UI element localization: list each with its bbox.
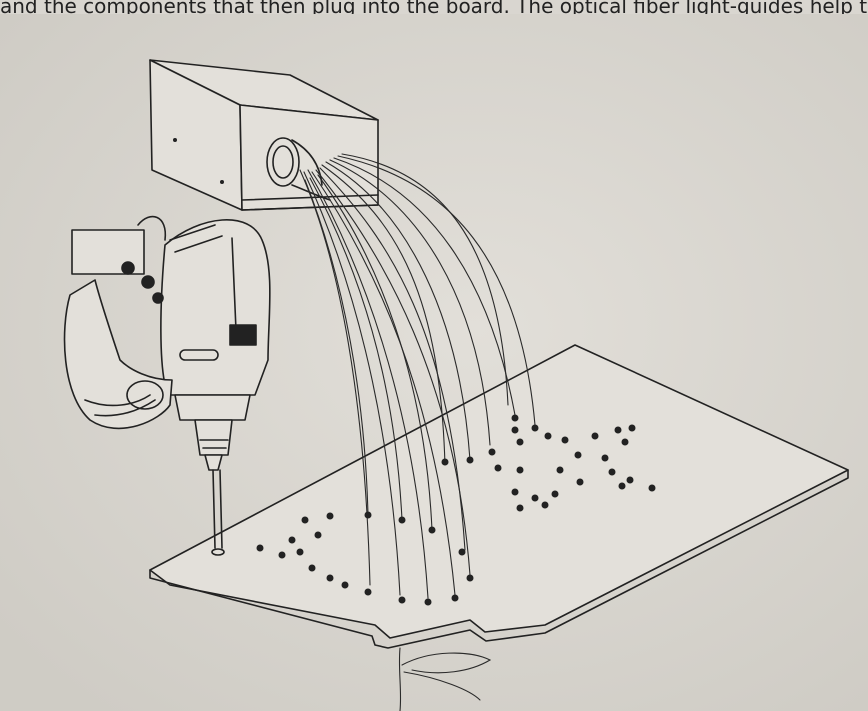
fiber-tail (398, 647, 492, 711)
circuit-board (149, 344, 849, 649)
hand-drill (63, 215, 271, 556)
light-source-box (149, 59, 379, 211)
board-holes (256, 414, 656, 606)
optical-fibers (299, 153, 536, 599)
cropped-caption-text: and the components that then plug into t… (0, 0, 868, 18)
